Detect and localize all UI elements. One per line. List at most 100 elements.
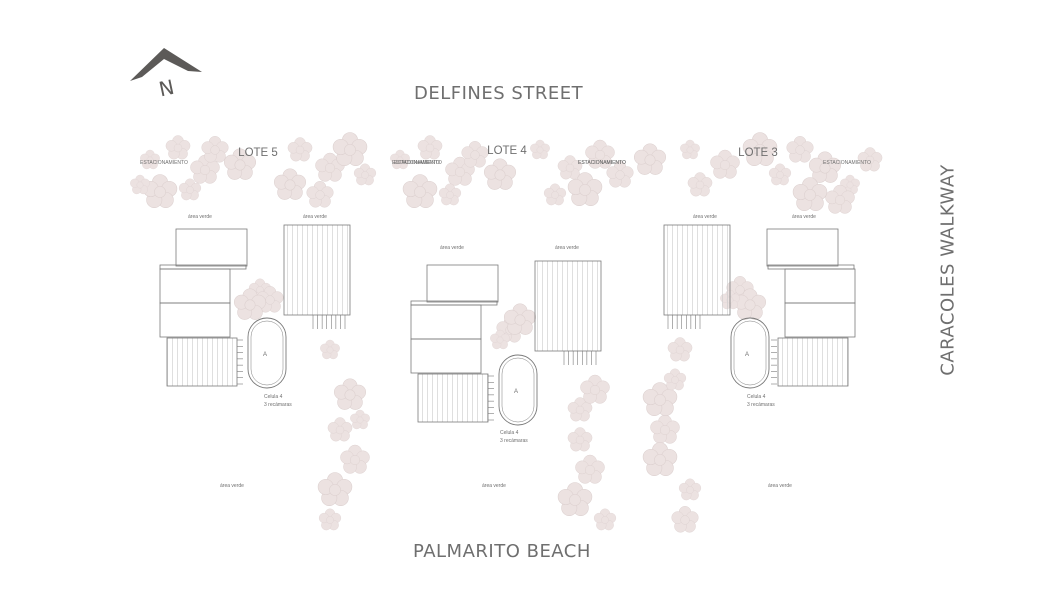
vegetation-icon [633,143,667,176]
green-area-label: área verde [792,214,816,220]
stairs [667,315,701,329]
pergola-block [534,260,602,352]
green-area-label: área verde [482,483,506,489]
house-middle-block [784,302,856,338]
street-label-north: DELFINES STREET [414,83,584,104]
lote-3: LOTE 3 ESTACIONAMIENTO ESTACIONAMIENTO área… [578,147,871,489]
vegetation-icon [786,135,814,163]
green-area-label: área verde [693,214,717,220]
pool-letter: A [745,352,749,358]
compass-letter: N [157,75,177,100]
parking-label: ESTACIONAMIENTO [140,160,188,166]
lote-4: LOTE 4 ESTACIONAMIENTO ESTACIONAMIENTO área… [394,145,626,489]
vegetation-icon [768,163,792,186]
vegetation-icon [529,139,551,160]
vegetation-icon [483,158,517,191]
pergola-block [283,224,351,316]
vegetation-icon [306,180,334,208]
vegetation-icon [567,427,593,452]
green-area-label: área verde [188,214,212,220]
stairs [488,375,494,421]
parking-label: ESTACIONAMIENTO [578,160,626,166]
green-area-label: área verde [440,245,464,251]
vegetation-icon [349,409,371,430]
green-area-label: área verde [220,483,244,489]
vegetation-icon [461,140,489,168]
house-middle-block [159,302,231,338]
stairs [312,315,346,329]
vegetation-icon [165,135,191,160]
pergola-block [663,224,731,316]
vegetation-icon [319,339,341,360]
cell-label: Celula 4 [747,394,766,400]
vegetation-icon [557,481,593,517]
vegetation-icon [543,183,567,206]
stairs [771,339,777,385]
vegetation-icon [201,135,229,163]
house-lower-block [417,373,489,423]
stairs [237,339,243,385]
vegetation-icon [593,508,617,531]
vegetation-icon [667,337,693,362]
pool [730,317,770,389]
vegetation-layer [129,131,883,533]
vegetation-icon [808,151,842,184]
street-label-east: CARACOLES WALKWAY [937,164,959,376]
vegetation-icon [503,303,537,336]
rooms-label: 3 recámaras [264,402,292,408]
parking-label: ESTACIONAMIENTO [823,160,871,166]
vegetation-icon [317,471,353,507]
vegetation-icon [333,378,367,411]
vegetation-icon [642,441,678,477]
pool [247,317,287,389]
vegetation-icon [318,508,342,531]
cell-label: Celula 4 [264,394,283,400]
lote-5: LOTE 5 ESTACIONAMIENTO ESTACIONAMIENTO área… [140,147,440,489]
rooms-label: 3 recámaras [500,438,528,444]
vegetation-icon [332,131,368,167]
vegetation-icon [709,149,741,180]
pool-letter: A [263,352,267,358]
parking-label: ESTACIONAMIENTO [394,160,442,166]
vegetation-icon [671,505,699,533]
vegetation-icon [679,139,701,160]
vegetation-icon [402,173,438,209]
vegetation-icon [142,173,178,209]
house-middle-block [159,268,231,304]
street-label-south: PALMARITO BEACH [413,541,591,562]
house-middle-block [410,304,482,340]
vegetation-icon [129,174,151,195]
vegetation-icon [687,172,713,197]
house-top-block [175,228,248,267]
vegetation-icon [663,368,687,391]
house-lower-block [166,337,238,387]
vegetation-icon [574,454,606,485]
vegetation-icon [327,417,353,442]
lot-title: LOTE 3 [738,147,778,159]
lot-title: LOTE 5 [238,147,278,159]
house-lower-block [777,337,849,387]
vegetation-icon [287,137,313,162]
parking-label: ESTACIONAMIENTO [578,160,626,166]
house-top-block [766,228,839,267]
vegetation-icon [579,374,611,405]
stairs [563,351,597,365]
vegetation-icon [417,135,443,160]
vegetation-icon [438,183,462,206]
house-top-block [426,264,499,303]
rooms-label: 3 recámaras [747,402,775,408]
house-middle-block [410,338,482,374]
house-middle-block [784,268,856,304]
lots-layer: LOTE 5 ESTACIONAMIENTO ESTACIONAMIENTO área… [140,145,871,489]
green-area-label: área verde [768,483,792,489]
vegetation-icon [678,478,702,501]
lot-title: LOTE 4 [487,145,527,157]
vegetation-icon [273,168,307,201]
parking-label: ESTACIONAMIENTO [392,160,440,166]
green-area-label: área verde [555,245,579,251]
pool-inner [501,357,535,423]
pool-inner [733,320,767,386]
pool-letter: A [514,389,518,395]
vegetation-icon [649,414,681,445]
